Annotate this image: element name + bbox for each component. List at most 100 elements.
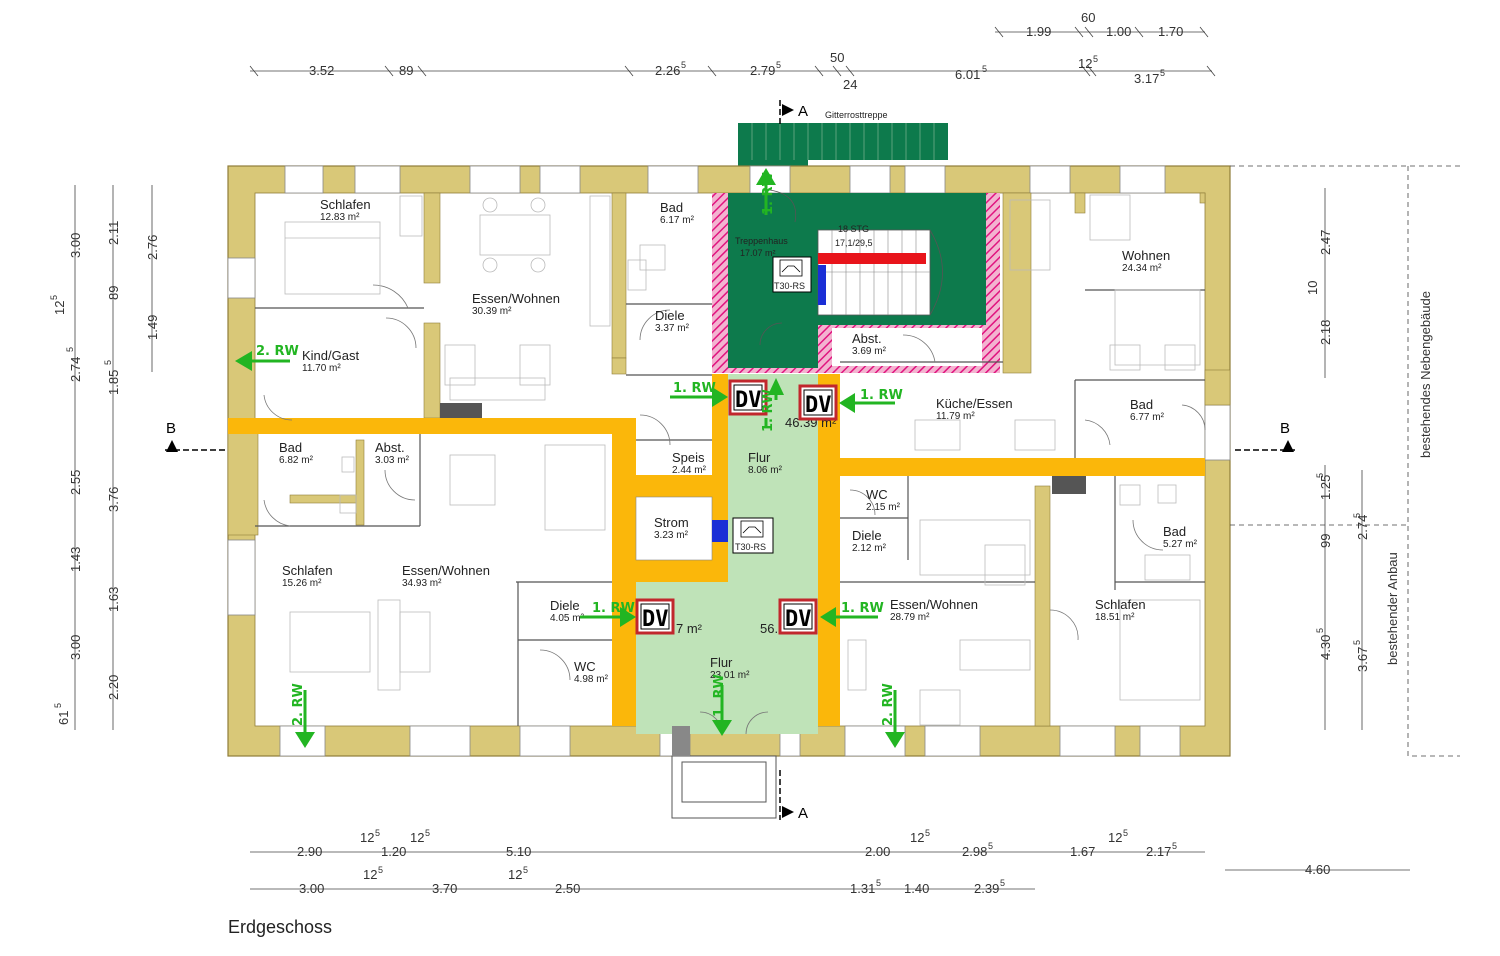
svg-text:61: 61 xyxy=(56,711,71,725)
room-name: WC xyxy=(574,659,596,674)
dim-label: 12 xyxy=(1078,56,1092,71)
room-name: Strom xyxy=(654,515,689,530)
dim-label: 2.26 xyxy=(655,63,680,78)
room-name: Schlafen xyxy=(1095,597,1146,612)
svg-text:10: 10 xyxy=(1305,281,1320,295)
svg-text:1.49: 1.49 xyxy=(145,315,160,340)
svg-text:5: 5 xyxy=(925,828,930,838)
svg-text:5: 5 xyxy=(375,828,380,838)
room-name: Speis xyxy=(672,450,705,465)
svg-text:5: 5 xyxy=(53,703,63,708)
svg-text:12: 12 xyxy=(508,867,522,882)
flur-right-area: 56. xyxy=(760,621,778,636)
room-name: Bad xyxy=(1130,397,1153,412)
room-name: Essen/Wohnen xyxy=(402,563,490,578)
room-name: Essen/Wohnen xyxy=(472,291,560,306)
room-area: 15.26 m² xyxy=(282,578,322,589)
svg-text:2.98: 2.98 xyxy=(962,844,987,859)
svg-text:5: 5 xyxy=(1352,513,1362,518)
dim-label: 3.52 xyxy=(309,63,334,78)
dim-label: 3.17 xyxy=(1134,71,1159,86)
room-name: Kind/Gast xyxy=(302,348,359,363)
svg-text:12: 12 xyxy=(363,867,377,882)
room-area: 2.15 m² xyxy=(866,502,901,513)
room-area: 11.79 m² xyxy=(936,411,975,422)
svg-text:12: 12 xyxy=(1108,830,1122,845)
escape-arrows xyxy=(235,168,905,748)
room-labels: Schlafen 12.83 m² Essen/Wohnen 30.39 m² … xyxy=(279,197,1198,685)
svg-text:5: 5 xyxy=(425,828,430,838)
svg-text:2.00: 2.00 xyxy=(865,844,890,859)
dim-label: 6.01 xyxy=(955,67,980,82)
anbau-label: bestehender Anbau xyxy=(1385,552,1400,665)
room-area: 34.93 m² xyxy=(402,578,442,589)
svg-text:1.40: 1.40 xyxy=(904,881,929,896)
room-area: 5.27 m² xyxy=(1163,539,1198,550)
top-dimensions: 1.99 60 1.00 1.70 3.52 89 2.26 5 2.79 5 … xyxy=(249,10,1216,92)
svg-text:3.70: 3.70 xyxy=(432,881,457,896)
dv-sign: DV xyxy=(798,384,838,421)
room-area: 28.79 m² xyxy=(890,612,930,623)
stove-right xyxy=(1052,476,1086,494)
section-b: B B xyxy=(165,420,1295,452)
outside-stair: Gitterrosttreppe A xyxy=(738,100,948,168)
svg-text:DV: DV xyxy=(642,607,669,632)
svg-text:3.00: 3.00 xyxy=(68,233,83,258)
partitions xyxy=(255,289,1205,726)
svg-text:1.31: 1.31 xyxy=(850,881,875,896)
svg-text:3.76: 3.76 xyxy=(106,487,121,512)
dv-sign: DV xyxy=(728,379,768,416)
room-name: Bad xyxy=(660,200,683,215)
svg-text:5: 5 xyxy=(988,841,993,851)
section-a-bottom: A xyxy=(798,805,808,822)
svg-text:5: 5 xyxy=(1000,878,1005,888)
svg-text:2.17: 2.17 xyxy=(1146,844,1171,859)
stair-note-2: 17,1/29,5 xyxy=(835,238,873,248)
svg-text:DV: DV xyxy=(785,607,812,632)
svg-text:2.74: 2.74 xyxy=(1355,515,1370,540)
room-area: 6.17 m² xyxy=(660,215,695,226)
svg-text:5: 5 xyxy=(65,347,75,352)
svg-text:5: 5 xyxy=(378,865,383,875)
room-name: Diele xyxy=(655,308,685,323)
escape-labels: 1. RW 1. RW 2. RW 1. RW 1. RW 2. RW 2. R… xyxy=(256,172,903,726)
rw-label: 2. RW xyxy=(291,683,306,726)
rw-label: 1. RW xyxy=(761,389,776,432)
stove xyxy=(440,403,482,418)
entrance: A xyxy=(671,726,808,822)
room-name: Schlafen xyxy=(282,563,333,578)
svg-text:5: 5 xyxy=(1352,640,1362,645)
t30-door-top: T30-RS xyxy=(772,256,812,293)
room-area: 3.23 m² xyxy=(654,530,689,541)
svg-text:89: 89 xyxy=(106,286,121,300)
rw-label: 1. RW xyxy=(860,388,903,403)
room-name: Küche/Essen xyxy=(936,396,1013,411)
svg-text:1.43: 1.43 xyxy=(68,547,83,572)
dim-label: 24 xyxy=(843,77,857,92)
room-area: 24.34 m² xyxy=(1122,263,1162,274)
room-name: Abst. xyxy=(852,331,882,346)
svg-text:5: 5 xyxy=(103,360,113,365)
room-area: 2.12 m² xyxy=(852,543,887,554)
svg-text:2.74: 2.74 xyxy=(68,357,83,382)
plan-title: Erdgeschoss xyxy=(228,917,332,937)
svg-text:1.85: 1.85 xyxy=(106,370,121,395)
stairwell-area: 17.07 m² xyxy=(740,248,776,258)
svg-text:DV: DV xyxy=(735,388,762,413)
dim-label: 5 xyxy=(776,60,781,70)
svg-text:4.60: 4.60 xyxy=(1305,862,1330,877)
interior-walls xyxy=(227,192,1231,727)
room-name: Bad xyxy=(279,440,302,455)
svg-text:2.50: 2.50 xyxy=(555,881,580,896)
svg-text:2.55: 2.55 xyxy=(68,470,83,495)
svg-text:2.20: 2.20 xyxy=(106,675,121,700)
room-name: Diele xyxy=(550,598,580,613)
left-dimensions: 3.00 2.11 2.76 12 5 89 1.49 2.74 5 1.85 … xyxy=(49,185,160,730)
svg-text:1.20: 1.20 xyxy=(381,844,406,859)
svg-text:12: 12 xyxy=(52,301,67,315)
room-area: 6.82 m² xyxy=(279,455,314,466)
stair-outside-label: Gitterrosttreppe xyxy=(825,110,888,120)
svg-text:5: 5 xyxy=(1172,841,1177,851)
svg-text:3.67: 3.67 xyxy=(1355,647,1370,672)
